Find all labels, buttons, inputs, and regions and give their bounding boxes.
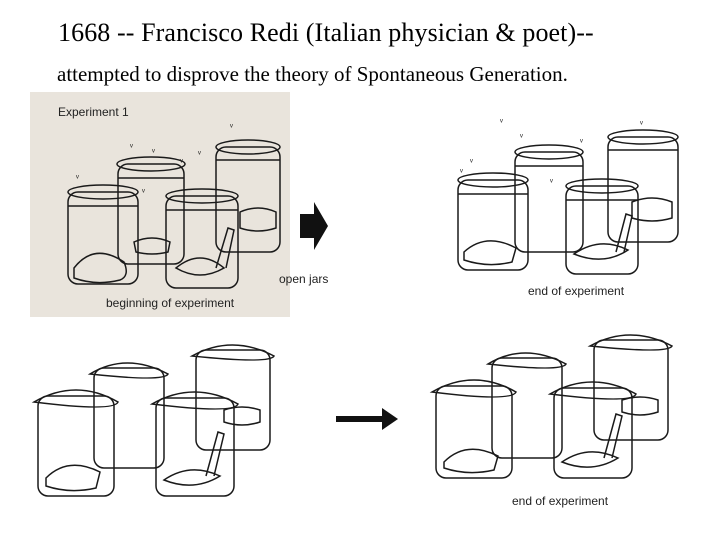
jar-icon <box>31 389 119 497</box>
gauze-cover-icon <box>189 344 276 361</box>
gauze-cover-icon <box>149 391 239 410</box>
gauze-cover-icon <box>87 362 170 379</box>
fish-icon <box>162 431 225 486</box>
maggot-icon <box>621 396 659 416</box>
open-jars-label: open jars <box>279 272 329 286</box>
fish-icon <box>174 227 235 276</box>
svg-text:ᵥ: ᵥ <box>459 164 463 174</box>
meat-icon <box>463 240 517 266</box>
jar-icon <box>485 352 568 459</box>
jar-icon <box>607 129 679 243</box>
covered-jars-end-illustration <box>429 334 674 479</box>
jar-icon <box>149 391 239 497</box>
open-jars-start-illustration: ᵥ ᵥ ᵥ ᵥ ᵥ ᵥ ᵥ <box>67 119 281 289</box>
start-label: beginning of experiment <box>106 296 235 310</box>
jar-icon <box>514 144 584 253</box>
jar-icon <box>87 362 170 469</box>
experiment1-heading: Experiment 1 <box>58 105 129 119</box>
maggot-icon <box>239 207 277 232</box>
fly-icon: ᵥ ᵥ ᵥ ᵥ ᵥ ᵥ ᵥ <box>75 119 233 194</box>
svg-text:ᵥ: ᵥ <box>141 184 145 194</box>
slide-subtitle: attempted to disprove the theory of Spon… <box>57 62 568 86</box>
gauze-cover-icon <box>31 389 119 408</box>
svg-text:ᵥ: ᵥ <box>519 129 523 139</box>
svg-text:ᵥ: ᵥ <box>549 174 553 184</box>
fly-icon: ᵥ ᵥ ᵥ ᵥ ᵥ ᵥ ᵥ <box>459 114 643 184</box>
fish-icon <box>572 213 633 260</box>
maggot-icon <box>631 197 673 222</box>
jar-icon <box>215 139 281 253</box>
jar-icon <box>565 178 639 275</box>
maggot-icon <box>223 406 261 426</box>
meat-icon <box>443 448 499 474</box>
gauze-cover-icon <box>547 381 637 400</box>
svg-text:ᵥ: ᵥ <box>179 154 183 164</box>
experiment1-start-panel: Experiment 1 beginning of experiment <box>30 92 290 317</box>
svg-text:ᵥ: ᵥ <box>151 144 155 154</box>
svg-text:ᵥ: ᵥ <box>469 154 473 164</box>
svg-text:ᵥ: ᵥ <box>197 146 201 156</box>
fish-icon <box>560 413 623 468</box>
svg-text:ᵥ: ᵥ <box>499 114 503 124</box>
end-label-bottom: end of experiment <box>512 494 609 508</box>
svg-text:ᵥ: ᵥ <box>579 134 583 144</box>
covered-jars-start-illustration <box>31 344 276 497</box>
gauze-cover-icon <box>485 352 568 369</box>
jar-icon <box>547 381 637 479</box>
jar-icon <box>67 184 139 285</box>
jar-icon <box>165 188 239 289</box>
arrow-right-icon <box>336 408 398 430</box>
svg-text:ᵥ: ᵥ <box>639 116 643 126</box>
gauze-cover-icon <box>587 334 674 351</box>
jar-icon <box>457 172 529 271</box>
slide-title: 1668 -- Francisco Redi (Italian physicia… <box>58 18 594 47</box>
svg-text:ᵥ: ᵥ <box>75 170 79 180</box>
open-jars-end-illustration: ᵥ ᵥ ᵥ ᵥ ᵥ ᵥ ᵥ <box>457 114 679 275</box>
end-label-top: end of experiment <box>528 284 625 298</box>
meat-icon <box>73 252 127 284</box>
jar-icon <box>587 334 674 441</box>
svg-text:ᵥ: ᵥ <box>129 139 133 149</box>
arrow-right-icon <box>300 202 328 250</box>
gauze-cover-icon <box>429 379 517 398</box>
experiment1-end-panel: ᵥ ᵥ ᵥ ᵥ ᵥ ᵥ ᵥ end of experiment <box>440 112 690 312</box>
meat-icon <box>133 237 171 255</box>
jar-icon <box>429 379 517 479</box>
svg-text:ᵥ: ᵥ <box>229 119 233 129</box>
jar-icon <box>116 156 186 265</box>
meat-icon <box>45 464 101 492</box>
jar-icon <box>189 344 276 451</box>
